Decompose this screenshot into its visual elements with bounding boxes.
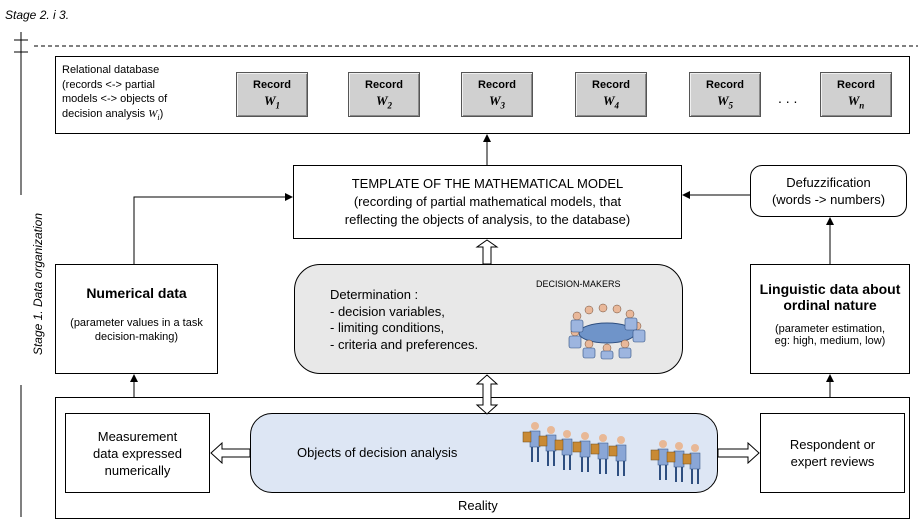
determination-box: Determination : - decision variables, - … <box>294 264 683 374</box>
database-line-3: models <-> objects of <box>62 93 168 105</box>
respondent-line-1: Respondent or <box>789 437 876 452</box>
determination-item-3: - criteria and preferences. <box>330 336 479 352</box>
defuzzification-box: Defuzzification (words -> numbers) <box>750 165 907 217</box>
decision-makers-icon <box>568 303 646 360</box>
stage-separator <box>14 32 918 60</box>
defuzzification-title: Defuzzification <box>786 175 871 190</box>
objects-label: Objects of decision analysis <box>297 445 458 460</box>
stage2-label: Stage 2. i 3. <box>5 8 70 22</box>
measurement-line-2: data expressed <box>93 445 182 461</box>
measurement-line-1: Measurement <box>97 428 178 444</box>
respondent-line-2: expert reviews <box>790 454 875 469</box>
measurement-line-3: numerically <box>104 462 171 478</box>
template-line-2: (recording of partial mathematical model… <box>353 194 622 209</box>
decision-makers-label: DECISION-MAKERS <box>536 279 621 289</box>
hollow-arrow-objects-to-measurement <box>210 441 251 465</box>
linguistic-data-line-2: eg: high, medium, low) <box>774 335 886 347</box>
numerical-data-box: Numerical data (parameter values in a ta… <box>55 264 218 374</box>
database-line-2: (records <-> partial <box>62 78 155 91</box>
determination-text: Determination : - decision variables, - … <box>330 287 478 353</box>
linguistic-data-title-1: Linguistic data about <box>759 281 901 297</box>
record-wn: Record Wn <box>820 72 892 117</box>
database-line-1: Relational database <box>62 64 160 76</box>
linguistic-data-box: Linguistic data about ordinal nature (pa… <box>750 264 910 374</box>
hollow-arrow-objects-to-respondent <box>717 441 760 465</box>
determination-title: Determination : <box>330 287 419 302</box>
reality-label: Reality <box>458 498 498 513</box>
linguistic-data-title-2: ordinal nature <box>783 297 877 313</box>
hollow-arrow-determination-to-template <box>475 239 499 265</box>
respondent-box: Respondent or expert reviews <box>760 413 905 493</box>
numerical-data-title: Numerical data <box>86 285 187 301</box>
people-group-icon <box>522 422 701 484</box>
numerical-data-line-1: (parameter values in a task <box>70 317 203 329</box>
database-description: Relational database (records <-> partial… <box>62 63 167 125</box>
linguistic-data-line-1: (parameter estimation, <box>774 323 886 335</box>
record-w2: Record W2 <box>348 72 420 117</box>
database-line-4: decision analysis Wi) <box>62 107 164 122</box>
numerical-data-line-2: decision-making) <box>94 331 179 343</box>
template-line-3: reflecting the objects of analysis, to t… <box>344 212 631 227</box>
template-box: TEMPLATE OF THE MATHEMATICAL MODEL (reco… <box>293 165 682 239</box>
wi-symbol: Wi <box>148 107 160 122</box>
template-title: TEMPLATE OF THE MATHEMATICAL MODEL <box>351 176 624 191</box>
arrow-numerical-to-template <box>133 193 293 264</box>
people-group-large <box>522 422 627 476</box>
objects-box: Objects of decision analysis <box>250 413 718 493</box>
record-w1: Record W1 <box>236 72 308 117</box>
determination-item-2: - limiting conditions, <box>330 320 445 335</box>
record-w5: Record W5 <box>689 72 761 117</box>
determination-item-1: - decision variables, <box>330 303 445 319</box>
record-w4: Record W4 <box>575 72 647 117</box>
defuzzification-subtitle: (words -> numbers) <box>771 192 886 207</box>
record-w3: Record W3 <box>461 72 533 117</box>
people-group-small <box>650 440 701 484</box>
measurement-box: Measurement data expressed numerically <box>65 413 210 493</box>
records-ellipsis: . . . <box>778 90 798 106</box>
hollow-arrow-determination-reality <box>475 374 499 415</box>
